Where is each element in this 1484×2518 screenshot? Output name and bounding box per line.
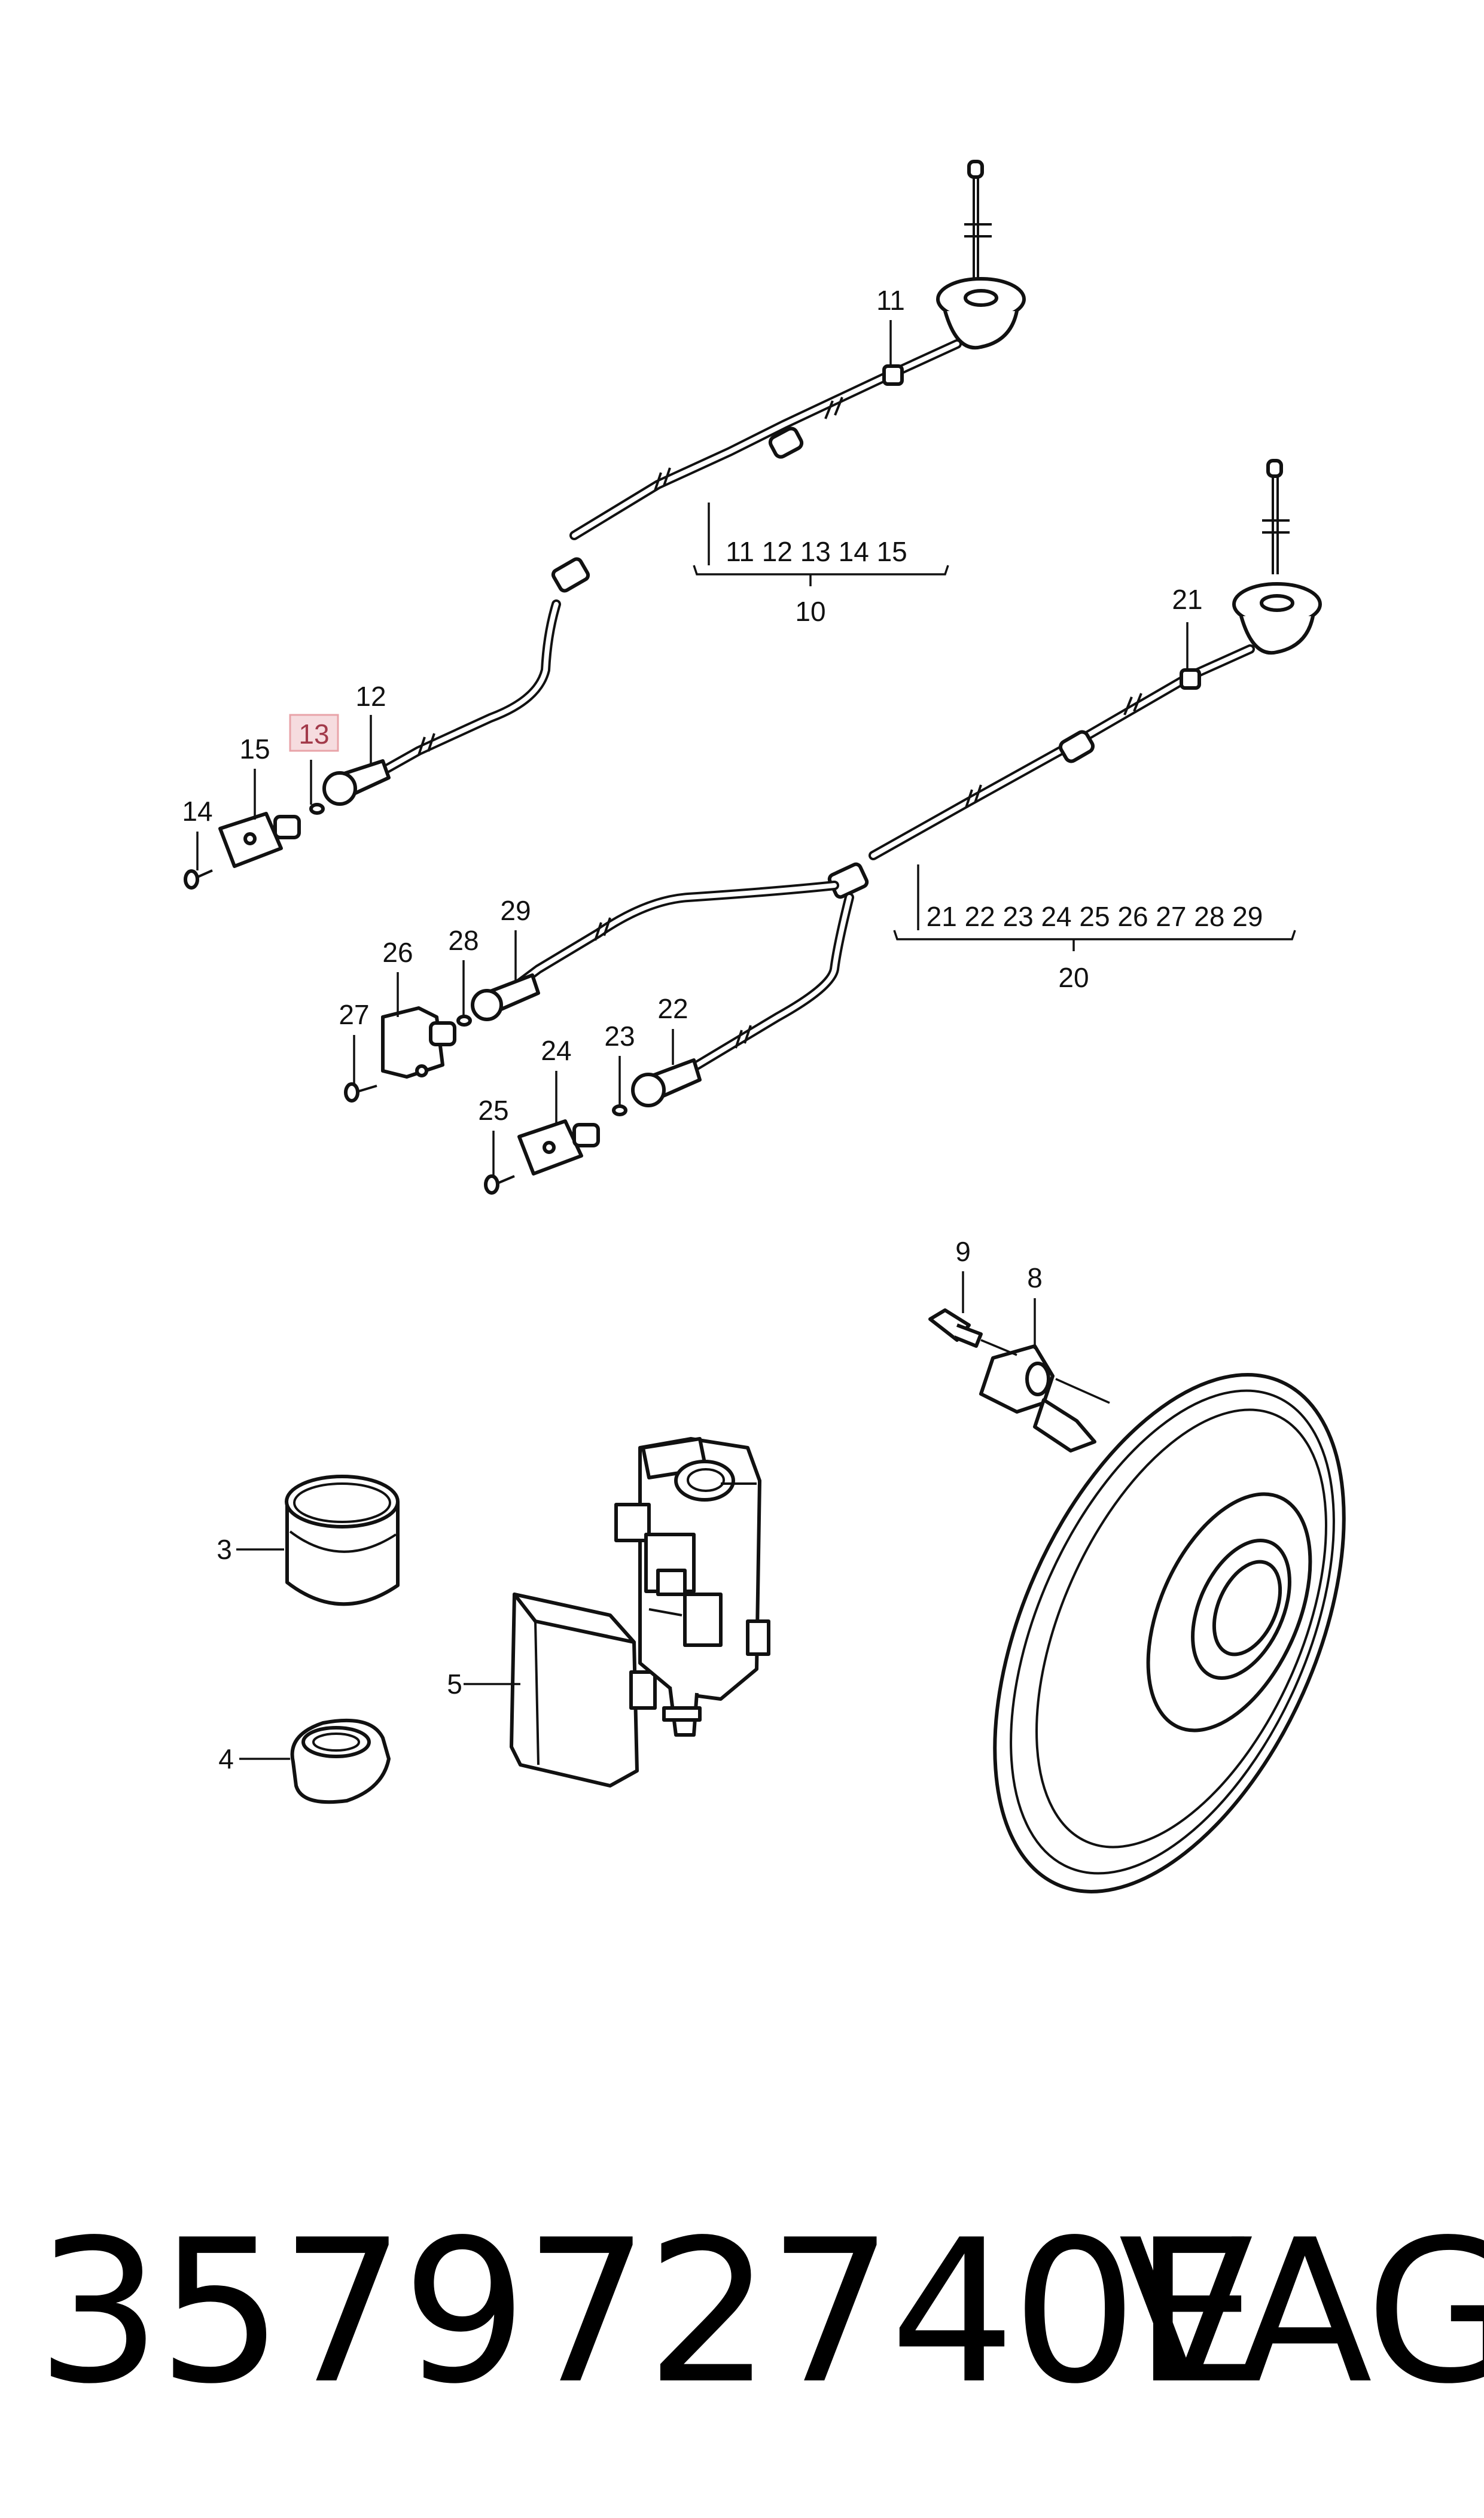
callout-10: 10: [795, 596, 825, 627]
harness-20-clip: [1180, 668, 1201, 690]
o-ring-23: [612, 1104, 627, 1116]
leaders-20: [353, 622, 1296, 1176]
callout-labels: 11 11 12 13 14 15 10 12 13 15 14 21 21 2…: [182, 285, 1263, 1774]
callout-3: 3: [217, 1534, 232, 1565]
part-number: 357972740E: [36, 2197, 1258, 2427]
callout-20: 20: [1058, 962, 1089, 993]
callout-28: 28: [448, 925, 479, 956]
callout-20-list: 21 22 23 24 25 26 27 28 29: [927, 901, 1263, 932]
callout-29: 29: [500, 895, 531, 926]
callout-13-highlight: [289, 714, 339, 752]
callout-23: 23: [604, 1021, 635, 1052]
callout-21: 21: [1172, 584, 1202, 615]
callout-13: 13: [298, 718, 329, 750]
o-ring-28: [456, 1015, 472, 1027]
bolt-9: [928, 1308, 1017, 1356]
wiring-harness-20: [344, 459, 1322, 1195]
callout-26: 26: [382, 937, 413, 968]
brake-disc: [993, 1373, 1346, 1893]
leaders-8-9: [962, 1271, 1036, 1349]
callout-10-list: 11 12 13 14 15: [726, 536, 907, 567]
wiring-harness-10: [184, 160, 1026, 890]
callout-22: 22: [657, 993, 688, 1024]
callout-12: 12: [355, 681, 386, 712]
sleeve-3: [236, 1475, 400, 1606]
abs-control-unit-5: [464, 1593, 657, 1788]
callout-9: 9: [955, 1236, 971, 1267]
hydraulic-unit: [614, 1437, 770, 1737]
callout-15: 15: [239, 733, 270, 765]
callout-8: 8: [1027, 1262, 1043, 1293]
wheel-speed-sensor-8: [979, 1344, 1110, 1453]
sensor-26: [381, 1006, 444, 1079]
callout-27: 27: [339, 999, 369, 1030]
harness-10-clip: [882, 364, 904, 386]
callout-25: 25: [478, 1095, 508, 1126]
o-ring-13: [309, 803, 325, 815]
leaders-10: [196, 320, 949, 870]
brand-name: VAG: [1119, 2197, 1484, 2427]
callout-4: 4: [218, 1743, 234, 1774]
callout-14: 14: [182, 796, 212, 827]
grommet-4: [239, 1718, 391, 1804]
callout-11: 11: [876, 285, 905, 316]
callout-5: 5: [447, 1668, 462, 1700]
callout-24: 24: [541, 1035, 571, 1066]
